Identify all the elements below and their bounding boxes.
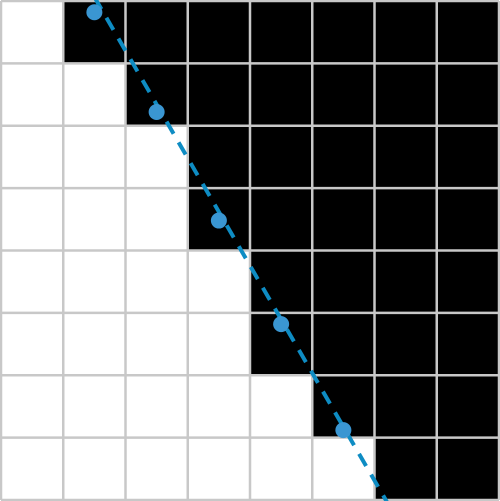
empty-cell xyxy=(187,312,250,376)
sample-point xyxy=(210,212,227,229)
filled-cell xyxy=(374,63,437,126)
filled-cell xyxy=(374,188,437,251)
filled-cell xyxy=(312,188,375,251)
empty-cell xyxy=(125,125,188,189)
filled-cell xyxy=(187,1,250,64)
filled-cell xyxy=(125,1,188,64)
sample-point xyxy=(148,104,165,121)
filled-cell xyxy=(187,125,250,189)
empty-cell xyxy=(1,437,64,500)
empty-cell xyxy=(1,63,64,126)
empty-cell xyxy=(63,63,126,126)
empty-cell xyxy=(187,437,250,500)
empty-cell xyxy=(187,250,250,313)
empty-cell xyxy=(1,125,64,189)
empty-cell xyxy=(125,188,188,251)
filled-cell xyxy=(436,63,499,126)
filled-cell xyxy=(374,250,437,313)
empty-cell xyxy=(125,375,188,438)
empty-cell xyxy=(1,1,64,64)
filled-cell xyxy=(312,63,375,126)
filled-cell xyxy=(374,312,437,376)
filled-cell xyxy=(436,188,499,251)
empty-cell xyxy=(250,375,313,438)
filled-cell xyxy=(187,63,250,126)
empty-cell xyxy=(63,312,126,376)
empty-cell xyxy=(1,250,64,313)
empty-cell xyxy=(63,250,126,313)
filled-cell xyxy=(250,63,313,126)
filled-cell xyxy=(250,250,313,313)
empty-cell xyxy=(1,312,64,376)
empty-cell xyxy=(63,188,126,251)
empty-cell xyxy=(63,125,126,189)
sample-point xyxy=(86,4,103,21)
filled-cell xyxy=(312,312,375,376)
empty-cell xyxy=(1,188,64,251)
filled-cell xyxy=(250,188,313,251)
filled-cell xyxy=(374,1,437,64)
empty-cell xyxy=(125,312,188,376)
points-layer xyxy=(86,4,352,439)
line-layer xyxy=(93,0,389,501)
empty-cell xyxy=(312,437,375,500)
empty-cell xyxy=(125,437,188,500)
filled-cell xyxy=(312,125,375,189)
empty-cell xyxy=(250,437,313,500)
filled-cell xyxy=(436,125,499,189)
filled-cell xyxy=(436,437,499,500)
filled-cell xyxy=(312,1,375,64)
filled-cell xyxy=(436,312,499,376)
filled-cell xyxy=(436,250,499,313)
dashed-line xyxy=(93,0,389,501)
filled-cell xyxy=(312,250,375,313)
filled-cell xyxy=(250,1,313,64)
empty-cell xyxy=(125,250,188,313)
sample-point xyxy=(335,422,352,439)
empty-cell xyxy=(187,375,250,438)
filled-cell xyxy=(436,375,499,438)
empty-cell xyxy=(63,375,126,438)
filled-cell xyxy=(250,125,313,189)
filled-cell xyxy=(374,125,437,189)
empty-cell xyxy=(1,375,64,438)
sample-point xyxy=(273,316,290,333)
filled-cell xyxy=(374,437,437,500)
filled-cell xyxy=(374,375,437,438)
filled-cell xyxy=(436,1,499,64)
empty-cell xyxy=(63,437,126,500)
